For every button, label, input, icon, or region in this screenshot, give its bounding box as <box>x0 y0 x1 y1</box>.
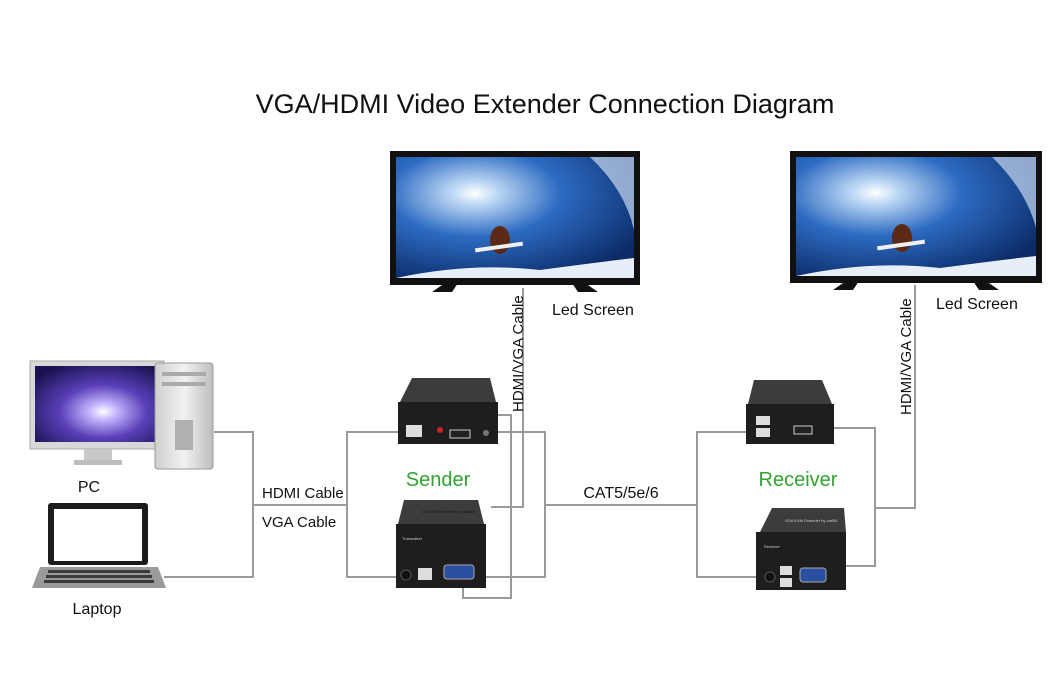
cat-loop-right <box>696 431 762 578</box>
sender-box-text: VGA KVM Extender by cat5/6 <box>422 509 475 514</box>
hdmi-cable-label: HDMI Cable <box>262 485 344 502</box>
pc-computer <box>29 360 214 470</box>
right-screen-cable <box>875 285 916 509</box>
sender-sub-text: Transmitter <box>402 536 423 541</box>
sender-bottom-unit: VGA KVM Extender by cat5/6 Transmitter <box>396 500 486 588</box>
hdmi-vga-cable-label-left: HDMI/VGA Cable <box>510 295 527 412</box>
receiver-bottom-unit: VGA KVM Extender by cat5/6 Receiver <box>756 508 846 590</box>
vga-cable-label: VGA Cable <box>262 514 336 531</box>
receiver-output-cable <box>808 427 876 567</box>
led-screen-right <box>790 151 1042 290</box>
sender-top-unit <box>398 378 498 444</box>
diagram-title: VGA/HDMI Video Extender Connection Diagr… <box>256 89 835 119</box>
cat-label: CAT5/5e/6 <box>583 485 658 502</box>
pc-label: PC <box>78 479 100 496</box>
left-screen-cable <box>491 288 524 508</box>
sender-label: Sender <box>406 469 471 491</box>
sender-loop-cable <box>346 431 410 578</box>
led-screen-label-right: Led Screen <box>936 296 1018 313</box>
receiver-top-unit <box>746 380 834 444</box>
laptop-label: Laptop <box>73 601 122 618</box>
led-screen-left <box>390 151 640 292</box>
laptop-computer <box>32 503 166 588</box>
receiver-sub-text: Receiver <box>764 544 780 549</box>
receiver-box-text: VGA KVM Extender by cat5/6 <box>785 518 838 523</box>
led-screen-label-left: Led Screen <box>552 302 634 319</box>
hdmi-vga-cable-label-right: HDMI/VGA Cable <box>898 298 915 415</box>
receiver-label: Receiver <box>759 469 838 491</box>
